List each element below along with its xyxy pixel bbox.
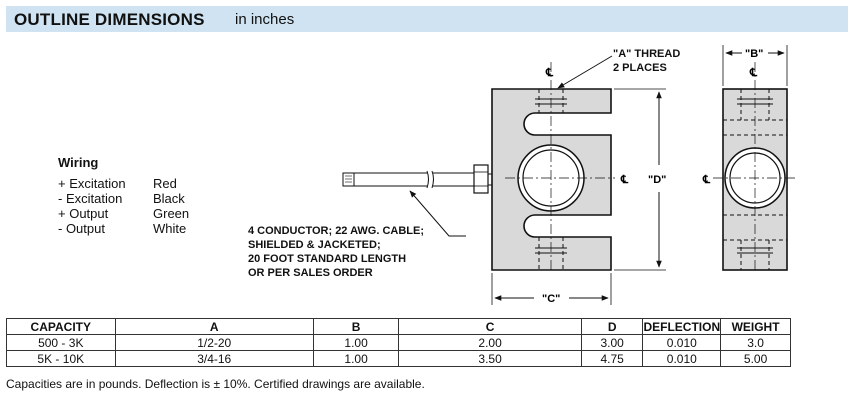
wiring-color: Green: [153, 206, 190, 221]
table-cell: 2.00: [398, 334, 582, 351]
wiring-row: - Output White: [58, 221, 186, 236]
thread-callout-line: "A" THREAD: [613, 48, 681, 60]
section-header: OUTLINE DIMENSIONS in inches: [6, 6, 848, 32]
dim-d-label: "D": [648, 174, 666, 186]
table-cell: 500 - 3K: [6, 334, 116, 351]
outline-drawing: ℄ ℄ "D" "C" ℄ ℄ "B": [342, 45, 797, 305]
table-header-cell: B: [312, 318, 400, 335]
table-header-cell: A: [114, 318, 314, 335]
section-units: in inches: [235, 11, 295, 28]
table-header-cell: WEIGHT: [720, 318, 791, 335]
wiring-signal: - Excitation: [58, 191, 123, 206]
table-header-cell: D: [580, 318, 644, 335]
thread-callout: "A" THREAD 2 PLACES: [613, 47, 680, 75]
wiring-color: Black: [153, 191, 185, 206]
centerline-symbol: ℄: [620, 174, 629, 186]
centerline-symbol: ℄: [702, 174, 711, 186]
dimensions-table: CAPACITY A B C D DEFLECTION WEIGHT 500 -…: [6, 318, 791, 367]
wiring-row: + Excitation Red: [58, 176, 177, 191]
cable-callout-line: 20 FOOT STANDARD LENGTH: [248, 253, 407, 265]
cable-callout-line: SHIELDED & JACKETED;: [248, 239, 381, 251]
cable-callout-line: OR PER SALES ORDER: [248, 267, 373, 279]
wiring-legend: Wiring + Excitation Red - Excitation Bla…: [58, 155, 189, 236]
wiring-signal: + Excitation: [58, 176, 126, 191]
wiring-signal: + Output: [58, 206, 109, 221]
wiring-title: Wiring: [58, 155, 99, 170]
footnote: Capacities are in pounds. Deflection is …: [6, 377, 425, 391]
centerline-symbol: ℄: [749, 67, 758, 79]
table-cell: 5.00: [720, 350, 791, 367]
wiring-color: Red: [153, 176, 177, 191]
table-row: 500 - 3K 1/2-20 1.00 2.00 3.00 0.010 3.0: [6, 334, 791, 351]
table-cell: 3.0: [720, 334, 791, 351]
wiring-color: White: [153, 221, 187, 236]
table-cell: 1.00: [312, 350, 400, 367]
table-header-cell: C: [398, 318, 582, 335]
dim-c-label: "C": [542, 293, 560, 305]
table-header-cell: DEFLECTION: [642, 318, 722, 335]
table-cell: 1.00: [312, 334, 400, 351]
cable-callout: 4 CONDUCTOR; 22 AWG. CABLE; SHIELDED & J…: [248, 224, 424, 280]
table-cell: 1/2-20: [114, 334, 314, 351]
table-cell: 3/4-16: [114, 350, 314, 367]
wiring-signal: - Output: [58, 221, 105, 236]
table-cell: 3.00: [580, 334, 644, 351]
table-header-row: CAPACITY A B C D DEFLECTION WEIGHT: [6, 318, 791, 335]
thread-callout-line: 2 PLACES: [613, 62, 667, 74]
dim-b-label: "B": [745, 48, 763, 60]
table-cell: 4.75: [580, 350, 644, 367]
table-cell: 0.010: [642, 350, 722, 367]
table-cell: 0.010: [642, 334, 722, 351]
cable-callout-line: 4 CONDUCTOR; 22 AWG. CABLE;: [248, 225, 425, 237]
centerline-symbol: ℄: [545, 67, 554, 79]
table-header-cell: CAPACITY: [6, 318, 116, 335]
wiring-row: - Excitation Black: [58, 191, 185, 206]
cable: [342, 164, 492, 194]
table-cell: 5K - 10K: [6, 350, 116, 367]
table-row: 5K - 10K 3/4-16 1.00 3.50 4.75 0.010 5.0…: [6, 350, 791, 367]
table-cell: 3.50: [398, 350, 582, 367]
wiring-row: + Output Green: [58, 206, 189, 221]
section-title: OUTLINE DIMENSIONS: [14, 10, 205, 29]
